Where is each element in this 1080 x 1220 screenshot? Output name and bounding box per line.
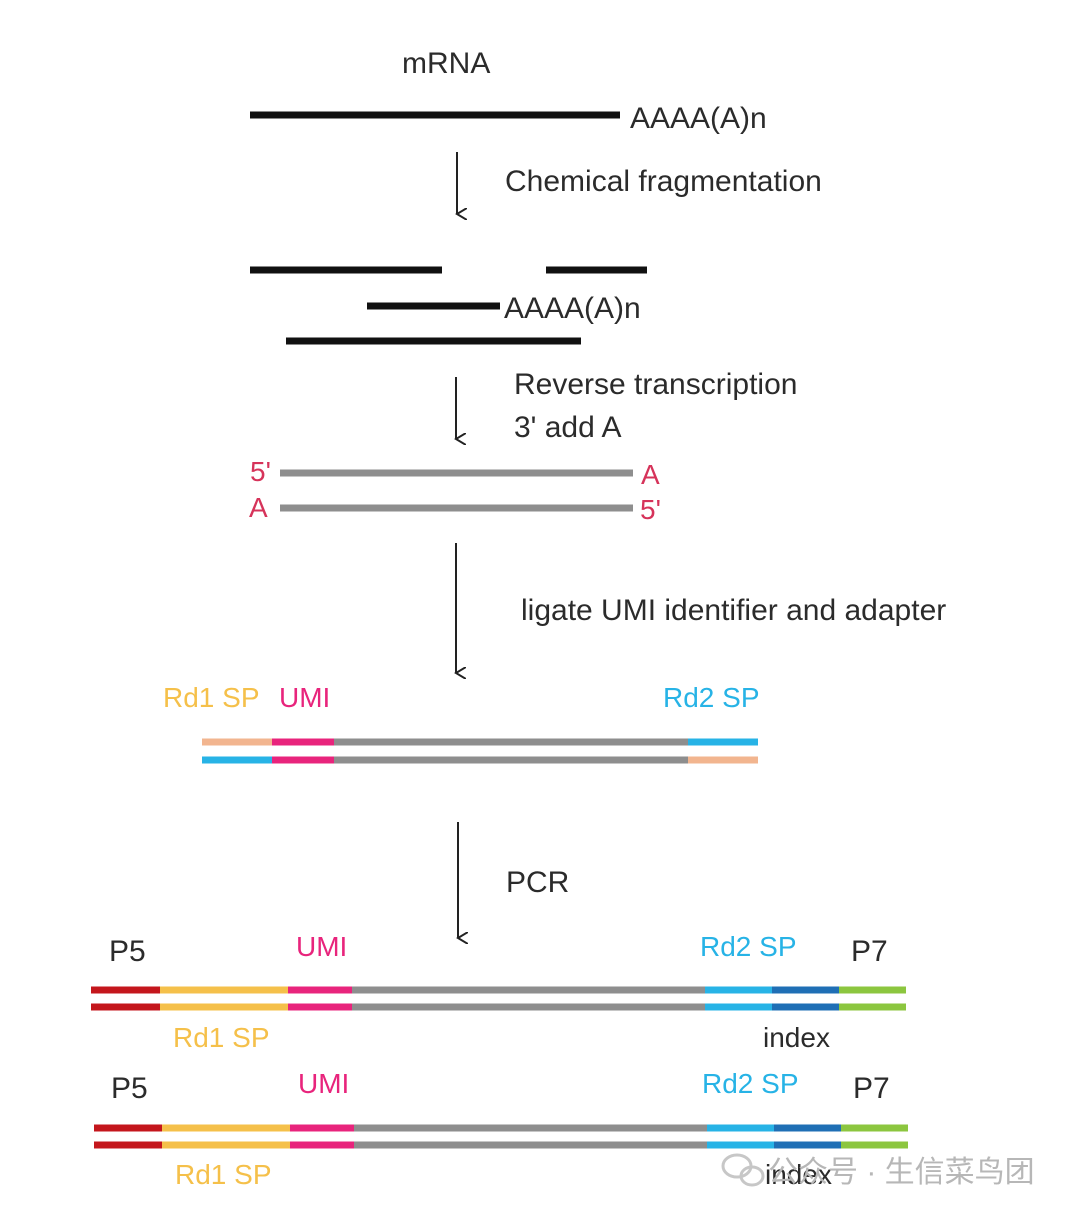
chemical-fragmentation-label: Chemical fragmentation bbox=[505, 165, 822, 198]
umi-label-b: UMI bbox=[298, 1068, 349, 1099]
reverse-transcription-label: Reverse transcription bbox=[514, 368, 797, 401]
p5-label-a: P5 bbox=[109, 935, 146, 968]
rd1sp-ligate-label: Rd1 SP bbox=[163, 682, 260, 713]
umi-ligate-label: UMI bbox=[279, 682, 330, 713]
mrna-label: mRNA bbox=[402, 47, 490, 80]
index-label-a: index bbox=[763, 1022, 830, 1053]
wechat-icon bbox=[721, 1153, 765, 1187]
p7-label-b: P7 bbox=[853, 1072, 890, 1105]
a-bottom-label: A bbox=[249, 492, 268, 523]
rd1sp-label-b: Rd1 SP bbox=[175, 1159, 272, 1190]
p7-label-a: P7 bbox=[851, 935, 888, 968]
polya-top-label: AAAA(A)n bbox=[630, 102, 767, 135]
rd2sp-ligate-label: Rd2 SP bbox=[663, 682, 760, 713]
five-prime-top-label: 5' bbox=[250, 456, 271, 487]
five-prime-bottom-label: 5' bbox=[640, 494, 661, 525]
add-a-label: 3' add A bbox=[514, 411, 622, 444]
index-label-b: index bbox=[765, 1159, 832, 1190]
rd1sp-label-a: Rd1 SP bbox=[173, 1022, 270, 1053]
rd2sp-label-a: Rd2 SP bbox=[700, 931, 797, 962]
a-top-label: A bbox=[641, 459, 660, 490]
polya-fragment-label: AAAA(A)n bbox=[504, 292, 641, 325]
watermark-text: 公众号 · 生信菜鸟团 bbox=[768, 1156, 1035, 1189]
rd2sp-label-b: Rd2 SP bbox=[702, 1068, 799, 1099]
ligate-label: ligate UMI identifier and adapter bbox=[521, 594, 946, 627]
p5-label-b: P5 bbox=[111, 1072, 148, 1105]
umi-label-a: UMI bbox=[296, 931, 347, 962]
pcr-label: PCR bbox=[506, 866, 569, 899]
